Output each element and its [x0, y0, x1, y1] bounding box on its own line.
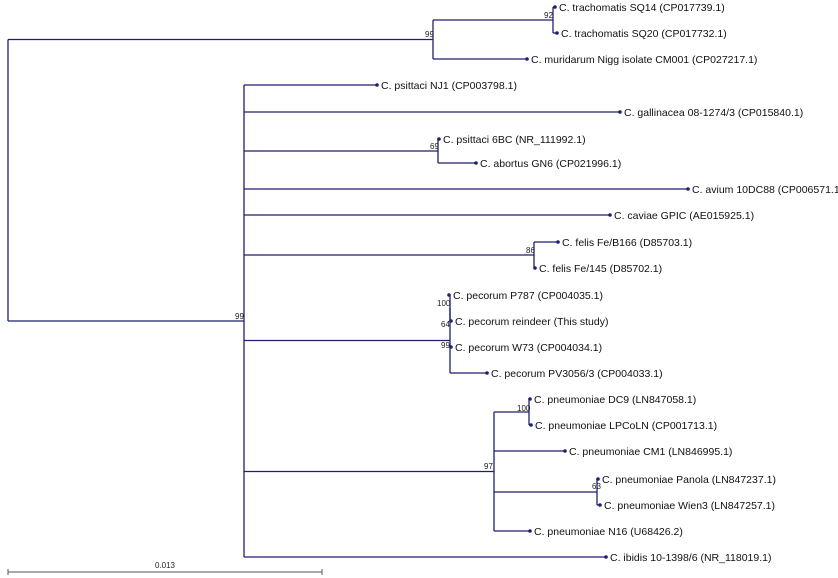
leaf-label: C. pneumoniae N16 (U68426.2)	[534, 526, 683, 538]
support-value: 92	[544, 11, 553, 20]
leaf-tip-dot	[528, 397, 532, 401]
scale-bar: 0.013	[7, 561, 323, 575]
leaf-tip-dot	[474, 161, 478, 165]
leaf-label: C. trachomatis SQ14 (CP017739.1)	[559, 2, 725, 14]
leaf-label: C. caviae GPIC (AE015925.1)	[614, 210, 754, 222]
leaf-label: C. pecorum PV3056/3 (CP004033.1)	[491, 368, 663, 380]
support-value: 99	[441, 341, 450, 350]
leaf-tip-dot	[533, 266, 537, 270]
leaf-tip-dot	[375, 83, 379, 87]
leaf-tip-dot	[608, 213, 612, 217]
leaf-labels: C. trachomatis SQ14 (CP017739.1) C. trach…	[381, 2, 838, 564]
support-value: 99	[235, 312, 244, 321]
leaf-tip-dot	[485, 371, 489, 375]
leaf-label: C. avium 10DC88 (CP006571.1)	[692, 184, 838, 196]
support-value: 100	[517, 404, 531, 413]
support-value: 64	[441, 320, 450, 329]
leaf-label: C. pneumoniae Wien3 (LN847257.1)	[604, 500, 775, 512]
leaf-label: C. pecorum reindeer (This study)	[455, 316, 608, 328]
leaf-tip-dot	[618, 110, 622, 114]
leaf-label: C. felis Fe/145 (D85702.1)	[539, 263, 662, 275]
leaf-tip-dot	[556, 240, 560, 244]
leaf-label: C. pneumoniae DC9 (LN847058.1)	[534, 394, 696, 406]
leaf-tip-dot	[447, 293, 451, 297]
leaf-label: C. trachomatis SQ20 (CP017732.1)	[561, 28, 727, 40]
support-value: 69	[430, 142, 439, 151]
tree-branches	[7, 6, 688, 558]
leaf-tip-dot	[598, 503, 602, 507]
support-values: 92 99 69 86 100 64 99 99 100 63 97	[235, 11, 601, 491]
leaf-tip-dot	[525, 57, 529, 61]
leaf-tip-dot	[449, 319, 453, 323]
support-value: 97	[484, 462, 493, 471]
leaf-label: C. pecorum P787 (CP004035.1)	[453, 290, 603, 302]
leaf-tip-dot	[686, 187, 690, 191]
support-value: 99	[425, 30, 434, 39]
leaf-tip-dot	[563, 449, 567, 453]
leaf-tip-dot	[596, 477, 600, 481]
support-value: 100	[437, 299, 451, 308]
leaf-label: C. ibidis 10-1398/6 (NR_118019.1)	[610, 552, 771, 564]
leaf-label: C. muridarum Nigg isolate CM001 (CP02721…	[531, 54, 757, 66]
leaf-label: C. psittaci 6BC (NR_111992.1)	[443, 134, 586, 146]
leaf-label: C. felis Fe/B166 (D85703.1)	[562, 237, 692, 249]
leaf-tip-dot	[437, 137, 441, 141]
leaf-tip-dot	[555, 31, 559, 35]
leaf-label: C. pneumoniae LPCoLN (CP001713.1)	[535, 420, 717, 432]
leaf-tip-dot	[553, 5, 557, 9]
leaf-label: C. abortus GN6 (CP021996.1)	[480, 158, 621, 170]
leaf-tip-dot	[449, 345, 453, 349]
leaf-label: C. psittaci NJ1 (CP003798.1)	[381, 80, 517, 92]
leaf-label: C. pneumoniae Panola (LN847237.1)	[602, 474, 776, 486]
leaf-tips	[375, 5, 690, 559]
leaf-tip-dot	[604, 555, 608, 559]
leaf-tip-dot	[529, 423, 533, 427]
leaf-label: C. pecorum W73 (CP004034.1)	[455, 342, 602, 354]
scale-bar-label: 0.013	[155, 561, 176, 570]
support-value: 86	[526, 246, 535, 255]
leaf-label: C. pneumoniae CM1 (LN846995.1)	[569, 446, 732, 458]
support-value: 63	[592, 482, 601, 491]
leaf-tip-dot	[528, 529, 532, 533]
leaf-label: C. gallinacea 08-1274/3 (CP015840.1)	[624, 107, 803, 119]
